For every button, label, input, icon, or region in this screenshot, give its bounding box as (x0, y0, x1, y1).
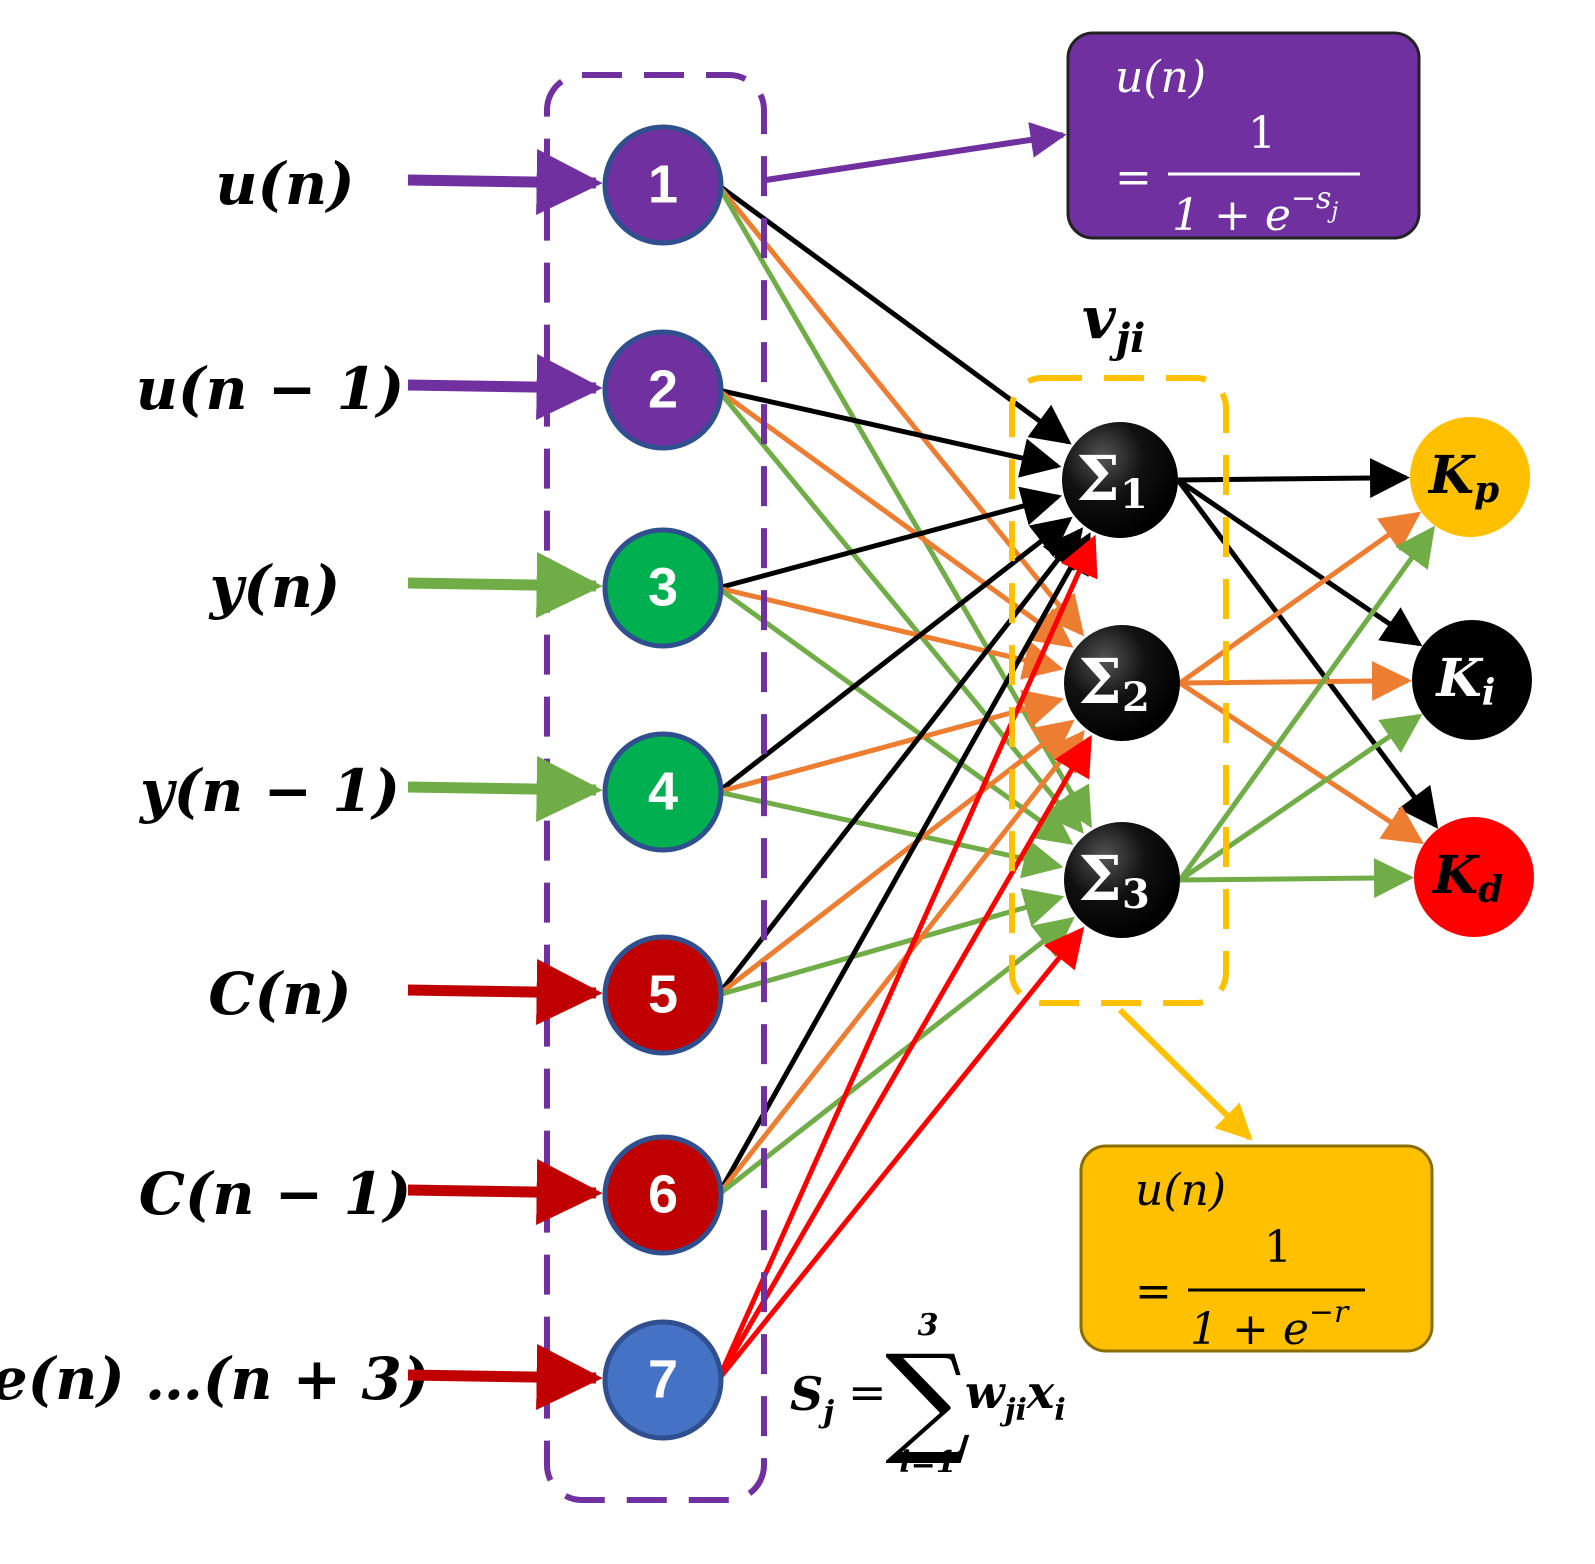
input-node-label-7: 7 (648, 1349, 678, 1409)
input-arrow-7 (407, 1344, 603, 1411)
input-nodes: 1 2 3 4 5 6 7 (602, 124, 724, 1441)
hidden-node-label-2: Σ2 (1078, 645, 1150, 721)
output-activation-eq: = (1135, 1266, 1172, 1317)
svg-text:3: 3 (918, 1308, 939, 1343)
connection-5-3 (717, 888, 1065, 998)
connection-h1-o3 (1175, 478, 1439, 829)
connection-7-3 (716, 926, 1085, 1382)
input-label-3: y(n) (208, 553, 341, 621)
connections (715, 182, 1439, 1382)
input-node-label-2: 2 (648, 359, 678, 419)
hidden-node-label-3: Σ3 (1078, 842, 1150, 918)
connection-6-1 (715, 532, 1091, 1197)
input-arrow-5 (407, 959, 603, 1026)
svg-text:∑: ∑ (885, 1330, 971, 1469)
input-label-2: u(n − 1) (136, 355, 405, 423)
hidden-node-label-1: Σ1 (1076, 442, 1148, 518)
connection-7-1 (715, 534, 1098, 1382)
input-arrow-1 (407, 149, 603, 216)
output-activation-box: u(n) 1 = 1 + e−r (1079, 1007, 1434, 1355)
connection-7-2 (715, 734, 1093, 1382)
input-arrow-2 (407, 354, 603, 421)
svg-text:Sj: Sj (790, 1367, 834, 1430)
svg-text:=: = (848, 1365, 887, 1419)
connection-3-2 (717, 585, 1064, 680)
connection-h3-o2 (1178, 713, 1423, 883)
output-node-3: Kd (1414, 817, 1534, 937)
input-label-1: u(n) (215, 150, 354, 218)
svg-text:i=1: i=1 (899, 1445, 956, 1480)
connection-h1-o2 (1176, 477, 1423, 647)
connection-4-3 (717, 789, 1064, 879)
hidden-activation-num: 1 (1248, 108, 1276, 159)
input-node-1: 1 (602, 124, 724, 246)
connection-5-2 (716, 719, 1075, 997)
hidden-activation-lhs: u(n) (1115, 52, 1206, 103)
input-label-4: y(n − 1) (138, 757, 400, 825)
output-node-label-3: Kd (1431, 845, 1503, 912)
connection-h2-o3 (1178, 680, 1424, 844)
hidden-activation-box: u(n) 1 = 1 + e−sj (765, 31, 1421, 241)
output-activation-lhs: u(n) (1135, 1165, 1226, 1216)
input-label-5: C(n) (208, 960, 351, 1028)
connection-2-3 (716, 388, 1084, 834)
hidden-activation-den: 1 + e−sj (1172, 181, 1338, 241)
output-node-label-2: Ki (1435, 648, 1496, 715)
connection-1-1 (716, 182, 1072, 445)
input-label-6: C(n − 1) (139, 1160, 412, 1228)
input-node-label-1: 1 (648, 154, 678, 214)
connection-h3-o1 (1177, 525, 1435, 882)
input-arrows (407, 149, 603, 1411)
input-node-5: 5 (602, 934, 724, 1056)
svg-text:wjixi: wjixi (965, 1365, 1066, 1428)
connection-h1-o1 (1177, 458, 1411, 499)
connection-3-1 (717, 486, 1063, 591)
input-arrow-3 (407, 552, 603, 619)
output-node-2: Ki (1412, 620, 1532, 740)
input-node-label-3: 3 (648, 557, 678, 617)
input-arrow-4 (407, 756, 603, 823)
output-node-1: Kp (1410, 417, 1530, 537)
connection-2-1 (717, 387, 1062, 478)
input-node-6: 6 (602, 1134, 724, 1256)
output-node-label-1: Kp (1427, 445, 1499, 512)
input-node-2: 2 (602, 329, 724, 451)
weight-label: vji (1082, 284, 1145, 362)
input-labels: u(n) u(n − 1) y(n) y(n − 1) C(n) C(n − 1) e(n)… (0, 150, 429, 1413)
hidden-layer-group (1009, 375, 1229, 1006)
hidden-node-1: Σ1 (1062, 422, 1178, 538)
connection-5-1 (716, 527, 1084, 997)
input-node-label-6: 6 (648, 1164, 678, 1224)
connection-6-3 (716, 916, 1075, 1197)
connection-4-2 (717, 689, 1065, 795)
hidden-node-3: Σ3 (1064, 822, 1180, 938)
input-node-label-4: 4 (648, 761, 678, 821)
hidden-activation-eq: = (1115, 152, 1152, 203)
hidden-node-2: Σ2 (1064, 625, 1180, 741)
output-activation-den: 1 + e−r (1190, 1295, 1350, 1355)
connection-h2-o1 (1178, 511, 1422, 686)
input-node-7: 7 (602, 1319, 724, 1441)
input-node-label-5: 5 (648, 964, 678, 1024)
input-node-4: 4 (602, 731, 724, 853)
input-arrow-6 (407, 1159, 603, 1226)
connection-h2-o2 (1179, 661, 1413, 702)
sum-formula: Sj = ∑ 3 i=1 wjixi (790, 1308, 1066, 1480)
input-label-7: e(n) …(n + 3) (0, 1345, 429, 1413)
connection-4-1 (716, 516, 1073, 794)
connection-6-2 (716, 730, 1085, 1197)
connection-h3-o3 (1179, 858, 1415, 899)
input-node-3: 3 (602, 527, 724, 649)
output-activation-num: 1 (1264, 1222, 1292, 1273)
